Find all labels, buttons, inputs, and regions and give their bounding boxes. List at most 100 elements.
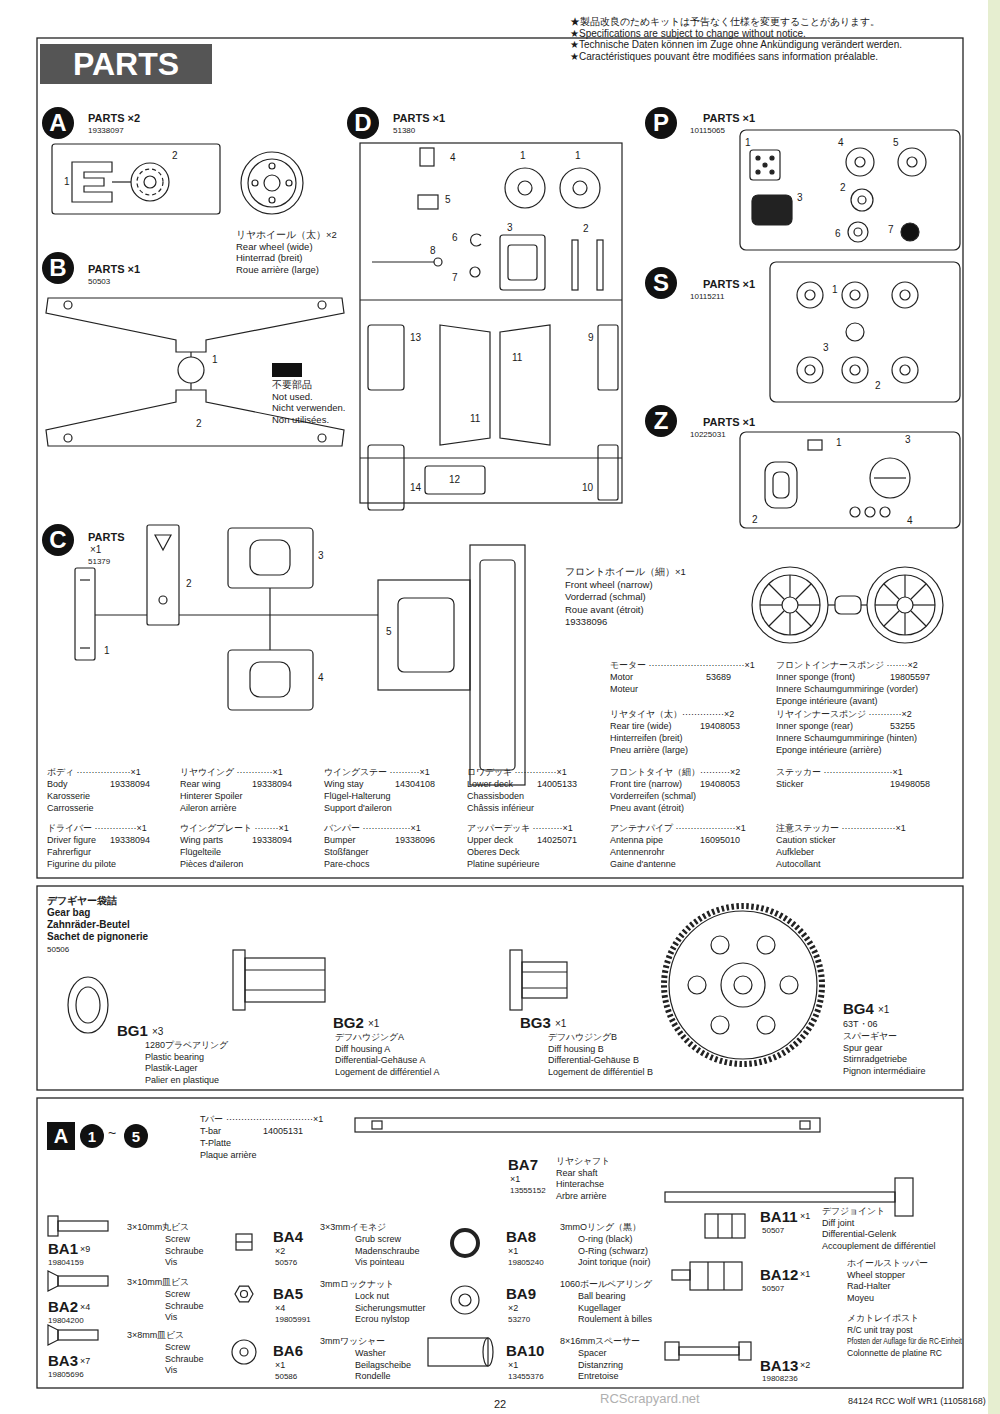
part-label: Front wheel (narrow) <box>565 580 653 591</box>
part-label: 51380 <box>393 126 415 135</box>
part-label: Gaine d'antenne <box>610 859 676 869</box>
part-label: ×4 <box>80 1302 90 1312</box>
sprue-s-shape <box>797 282 823 308</box>
part-letter-circle: S <box>645 267 677 299</box>
sprue-d-shape <box>470 267 480 277</box>
sprue-d-shape <box>598 325 618 390</box>
sprue-b-shape <box>190 383 191 390</box>
gear-bag-parts-shape <box>711 1016 729 1034</box>
sprue-b-shape <box>272 363 302 377</box>
part-label: 19805991 <box>275 1315 311 1324</box>
sprue-c-shape <box>228 528 313 588</box>
part-label: Colonnette de platine RC <box>847 1349 942 1359</box>
part-label: Arbre arrière <box>556 1191 607 1201</box>
part-label: Châssis inférieur <box>467 803 534 813</box>
sprue-s-shape <box>900 290 910 300</box>
part-label: バンパー ················×1 <box>324 823 421 833</box>
part-label: 10 <box>582 482 593 494</box>
front-wheels-shape <box>796 584 811 599</box>
part-label: 19498058 <box>890 779 930 789</box>
part-label: Karosserie <box>47 791 90 801</box>
sprue-c-shape <box>75 568 95 660</box>
part-label: Pare-chocs <box>324 859 370 869</box>
sprue-p-shape <box>756 170 760 174</box>
part-label: 2 <box>186 578 192 590</box>
hardware-parts-shape <box>679 1347 739 1355</box>
part-label: Flügelteile <box>180 847 221 857</box>
part-label: Inner sponge (front) <box>776 672 855 682</box>
part-label: Vis <box>165 1257 177 1267</box>
part-label: Fahrerfigur <box>47 847 91 857</box>
sprue-d <box>360 143 622 510</box>
part-label: 1 <box>104 645 110 657</box>
sprue-s-shape <box>805 290 815 300</box>
part-letter-circle: B <box>42 252 74 284</box>
part-label: Gear bag <box>47 907 90 919</box>
part-label: 14025071 <box>537 835 577 845</box>
part-label: Pneu avant (étroit) <box>610 803 684 813</box>
front-wheels-shape <box>769 611 784 626</box>
part-label: ×1 <box>368 1018 379 1030</box>
front-wheels-shape <box>835 596 861 614</box>
part-label: Aileron arrière <box>180 803 237 813</box>
part-label: ★Caractéristiques pouvant être modifiées… <box>570 51 878 63</box>
sprue-p-shape <box>740 130 960 250</box>
sprue-c-shape <box>470 545 525 785</box>
part-label: 3×10mm皿ビス <box>127 1277 189 1287</box>
part-label: BA13 <box>760 1357 798 1374</box>
part-label: Spur gear <box>843 1043 883 1053</box>
part-label: 11 <box>470 413 480 425</box>
part-label: 19338097 <box>88 126 124 135</box>
part-label: 11 <box>512 352 522 364</box>
header-box: A <box>47 1122 75 1150</box>
sprue-p-shape <box>855 157 865 167</box>
hardware-parts-shape <box>800 1121 810 1129</box>
sprue-p-shape <box>848 222 868 242</box>
front-wheels-shape <box>789 613 790 635</box>
hardware-parts-shape <box>723 1262 724 1290</box>
node-label: C <box>49 528 66 552</box>
part-label: 3×8mm皿ビス <box>127 1330 184 1340</box>
part-label: Figurine du pilote <box>47 859 116 869</box>
part-label: Rondelle <box>355 1371 391 1381</box>
sprue-a-shape <box>144 176 156 188</box>
sprue-c-shape <box>95 614 147 615</box>
part-label: ×1 <box>878 1004 889 1016</box>
sprue-d-shape <box>518 181 532 195</box>
sprue-a-shape <box>52 144 220 214</box>
part-label: BA1 <box>48 1240 78 1257</box>
part-label: ×9 <box>80 1244 90 1254</box>
node-fill <box>47 1122 75 1150</box>
part-label: 50586 <box>275 1372 297 1381</box>
part-label: リヤウイング ············×1 <box>180 767 283 777</box>
hardware-parts-shape <box>48 1271 58 1291</box>
sprue-p-shape <box>756 156 760 160</box>
part-label: ★製品改良のためキットは予告なく仕様を変更することがあります。 <box>570 16 880 28</box>
part-label: 19338096 <box>565 617 607 628</box>
part-label: 3mmワッシャー <box>320 1336 385 1346</box>
parts-illustration-shape <box>988 0 1000 1414</box>
part-label: 14005131 <box>263 1126 303 1136</box>
part-label: 19805696 <box>48 1370 84 1379</box>
part-label: Vorderreifen (schmal) <box>610 791 696 801</box>
part-label: BG4 <box>843 1000 874 1017</box>
part-label: 19338094 <box>110 779 150 789</box>
part-label: 22 <box>494 1398 506 1411</box>
part-label: Diff housing A <box>335 1044 390 1054</box>
gear-bag-parts-shape <box>688 976 706 994</box>
part-letter-circle: 5 <box>124 1124 148 1148</box>
sprue-d-shape <box>598 445 618 500</box>
part-label: Ecrou nylstop <box>355 1314 410 1324</box>
part-label: スパーギヤー <box>843 1031 897 1041</box>
sprue-s-shape <box>842 357 868 383</box>
part-label: Antennenrohr <box>610 847 665 857</box>
hardware-parts-shape <box>240 1348 248 1356</box>
part-label: Screw <box>165 1342 190 1352</box>
part-letter-circle: Z <box>645 405 677 437</box>
sprue-d-shape <box>360 143 622 503</box>
part-letter-circle: D <box>347 107 379 139</box>
part-label: 1 <box>212 354 218 366</box>
node-fill <box>645 405 677 437</box>
part-label: Inner sponge (rear) <box>776 721 853 731</box>
part-label: 50507 <box>762 1226 784 1235</box>
